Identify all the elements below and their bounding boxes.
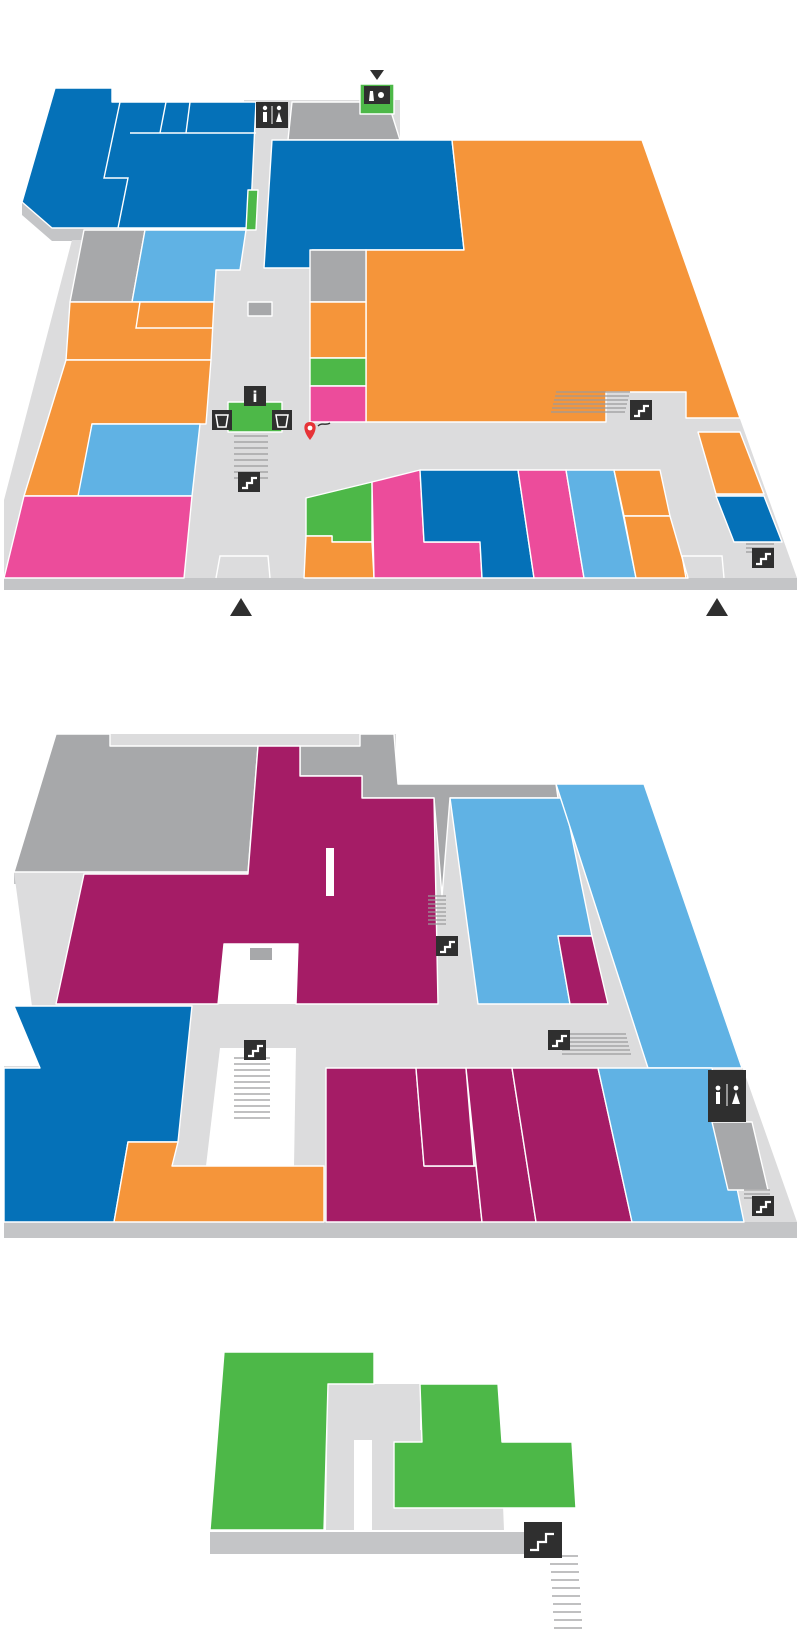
- restroom-icon: [708, 1070, 746, 1122]
- shop-unit[interactable]: [21, 87, 257, 229]
- stairs-icon: [630, 400, 652, 420]
- shop-unit[interactable]: [393, 1383, 577, 1509]
- escalator: [550, 1555, 582, 1629]
- service-unit: [13, 733, 259, 873]
- entrance-arrow-icon: [230, 598, 252, 616]
- atrium-void: [206, 1048, 296, 1166]
- info-icon: i: [244, 386, 266, 406]
- shop-unit[interactable]: [209, 1351, 375, 1531]
- upper-slab-edge: [4, 1222, 797, 1238]
- shop-unit[interactable]: [65, 301, 215, 361]
- top-level: [209, 1351, 582, 1629]
- shop-unit[interactable]: [697, 431, 765, 495]
- shop-unit[interactable]: [309, 357, 367, 387]
- entrance-arrow-icon: [370, 70, 384, 80]
- ground-level: i: [3, 70, 797, 616]
- stairs-icon: [436, 936, 458, 956]
- location-pin-icon: [304, 422, 331, 440]
- atrium-void: [218, 944, 298, 1004]
- top-slab-edge: [210, 1532, 560, 1554]
- lift-icon: [272, 410, 292, 430]
- kiosk: [247, 301, 273, 317]
- shop-unit[interactable]: [309, 385, 367, 423]
- shop-unit[interactable]: [623, 515, 689, 579]
- stairs-icon: [548, 1030, 570, 1050]
- anchor-store[interactable]: [263, 139, 465, 269]
- shop-unit[interactable]: [303, 535, 375, 579]
- ground-slab-edge: [4, 578, 797, 590]
- shop-unit[interactable]: [309, 301, 367, 359]
- shop-unit[interactable]: [613, 469, 671, 517]
- stairs-icon: [524, 1522, 562, 1558]
- escalator: [234, 895, 770, 1199]
- entrance-arrow-icon: [706, 598, 728, 616]
- lift-icon: [212, 410, 232, 430]
- stairs-icon: [752, 548, 774, 568]
- svg-text:i: i: [252, 388, 257, 406]
- shop-unit[interactable]: [557, 935, 609, 1005]
- parent-room-icon: [364, 86, 390, 104]
- shop-unit[interactable]: [3, 495, 193, 579]
- stairs-icon: [244, 1040, 266, 1060]
- shop-unit[interactable]: [415, 1067, 475, 1167]
- shop-unit[interactable]: [715, 495, 783, 543]
- shop-unit[interactable]: [245, 189, 259, 231]
- shop-unit[interactable]: [597, 1067, 745, 1223]
- upper-level: [3, 733, 797, 1238]
- stairs-icon: [238, 472, 260, 492]
- restroom-icon: [256, 102, 288, 128]
- shop-unit[interactable]: [77, 423, 201, 497]
- service-unit: [309, 249, 367, 303]
- shop-unit[interactable]: [113, 1141, 325, 1223]
- stairs-icon: [752, 1196, 774, 1216]
- shop-unit[interactable]: [555, 783, 743, 1069]
